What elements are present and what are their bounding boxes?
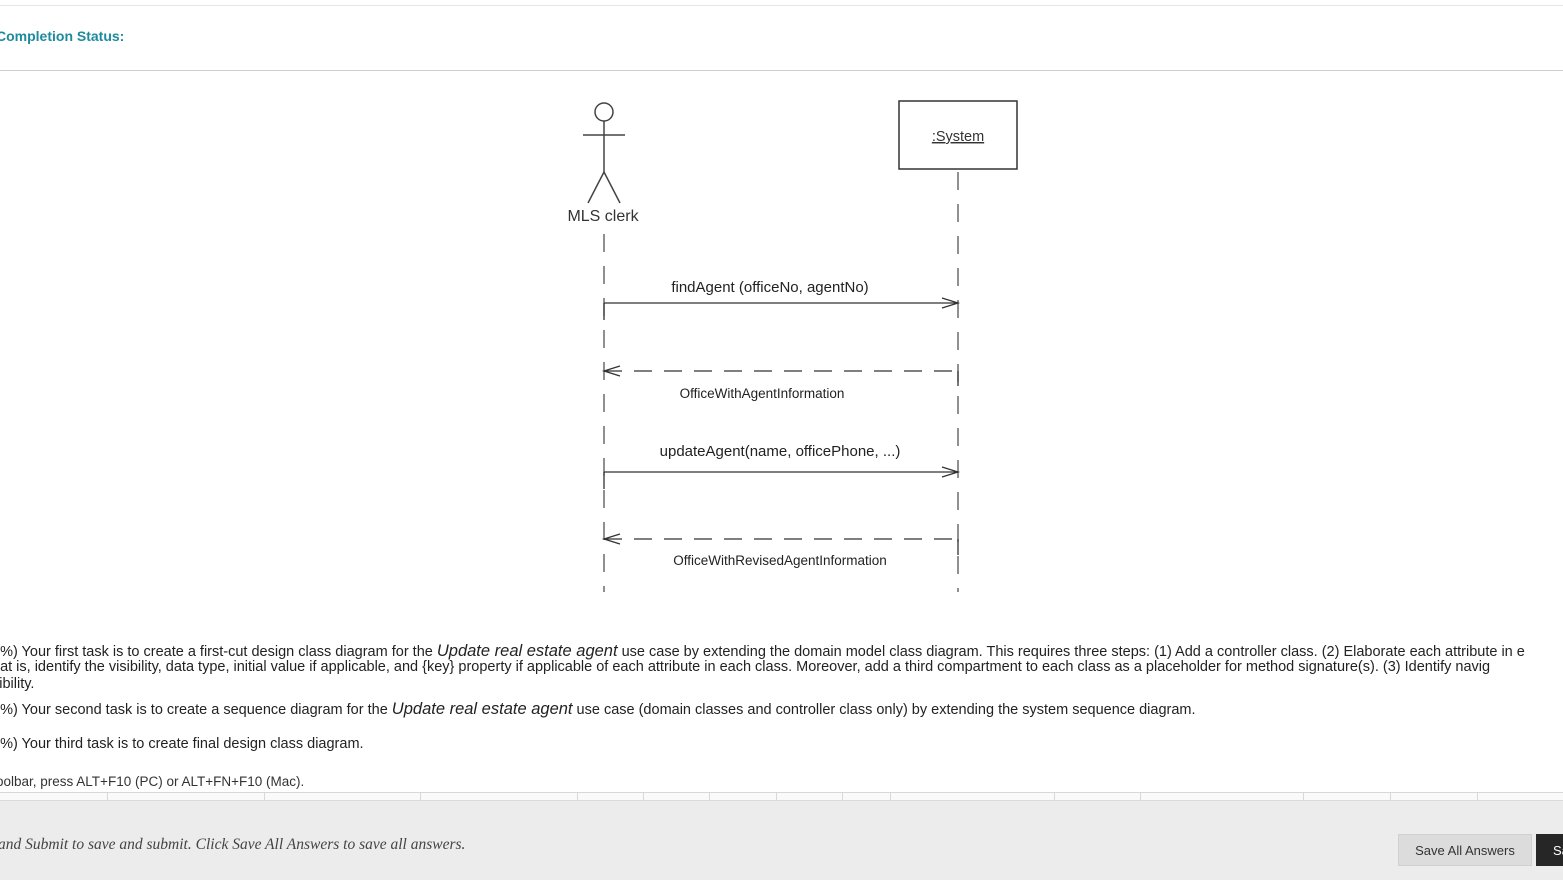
save-all-answers-button[interactable]: Save All Answers	[1398, 834, 1532, 866]
system-label: :System	[932, 129, 984, 145]
actor-label: MLS clerk	[567, 208, 639, 225]
question-part3: 5%) Your third task is to create final d…	[0, 736, 364, 752]
editor-toolbar[interactable]	[0, 792, 1563, 801]
footer-instructions: and Submit to save and submit. Click Sav…	[0, 836, 466, 853]
header-divider	[0, 70, 1563, 71]
question-part2: 5%) Your second task is to create a sequ…	[0, 700, 1196, 718]
actor-figure	[583, 102, 625, 204]
return-label: OfficeWithRevisedAgentInformation	[673, 553, 887, 568]
message-arrow	[603, 466, 961, 489]
sequence-diagram: MLS clerk :System findAgent (officeNo, a…	[567, 100, 1018, 592]
return-arrow	[601, 533, 959, 555]
message-label: findAgent (officeNo, agentNo)	[671, 279, 868, 296]
completion-status-label: Completion Status:	[0, 28, 125, 44]
question-part1-line2: hat is, identify the visibility, data ty…	[0, 659, 1491, 675]
top-divider	[0, 5, 1563, 6]
question-part1-line1: 5%) Your first task is to create a first…	[0, 642, 1525, 660]
return-arrow	[601, 365, 959, 386]
save-and-submit-button[interactable]: Sa	[1536, 834, 1563, 866]
system-box	[898, 100, 1018, 170]
return-label: OfficeWithAgentInformation	[680, 386, 845, 401]
submission-footer: and Submit to save and submit. Click Sav…	[0, 800, 1563, 880]
question-part1-line3: sibility.	[0, 676, 35, 692]
message-label: updateAgent(name, officePhone, ...)	[660, 443, 901, 460]
editor-toolbar-hint: oolbar, press ALT+F10 (PC) or ALT+FN+F10…	[0, 774, 305, 789]
message-arrow	[603, 297, 961, 320]
